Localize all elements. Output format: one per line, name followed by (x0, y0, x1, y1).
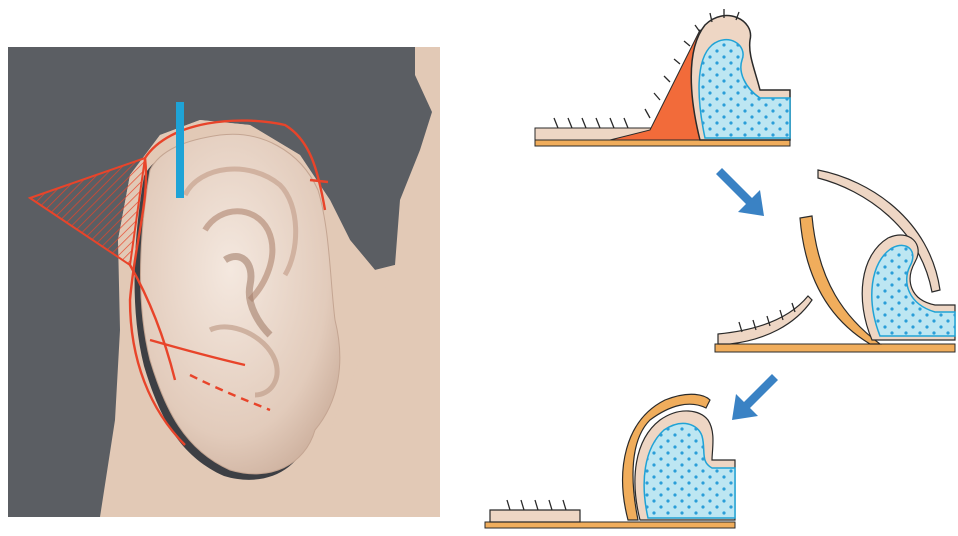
blue-marker-line (176, 102, 184, 198)
step3-hairs (507, 500, 566, 510)
step3-cartilage-dots (644, 423, 735, 518)
arrow-down-left-icon (732, 374, 778, 420)
step2-base-layer (715, 344, 955, 352)
step2-skin-piece (718, 296, 812, 344)
step3-base-layer (485, 522, 735, 528)
flap-step-3 (485, 394, 735, 528)
step3-skin-piece (490, 510, 580, 522)
ear-incision-panel (8, 47, 440, 517)
arrow-down-right-icon (716, 168, 764, 216)
step1-base-layer (535, 140, 790, 146)
flap-step-1 (535, 9, 790, 146)
